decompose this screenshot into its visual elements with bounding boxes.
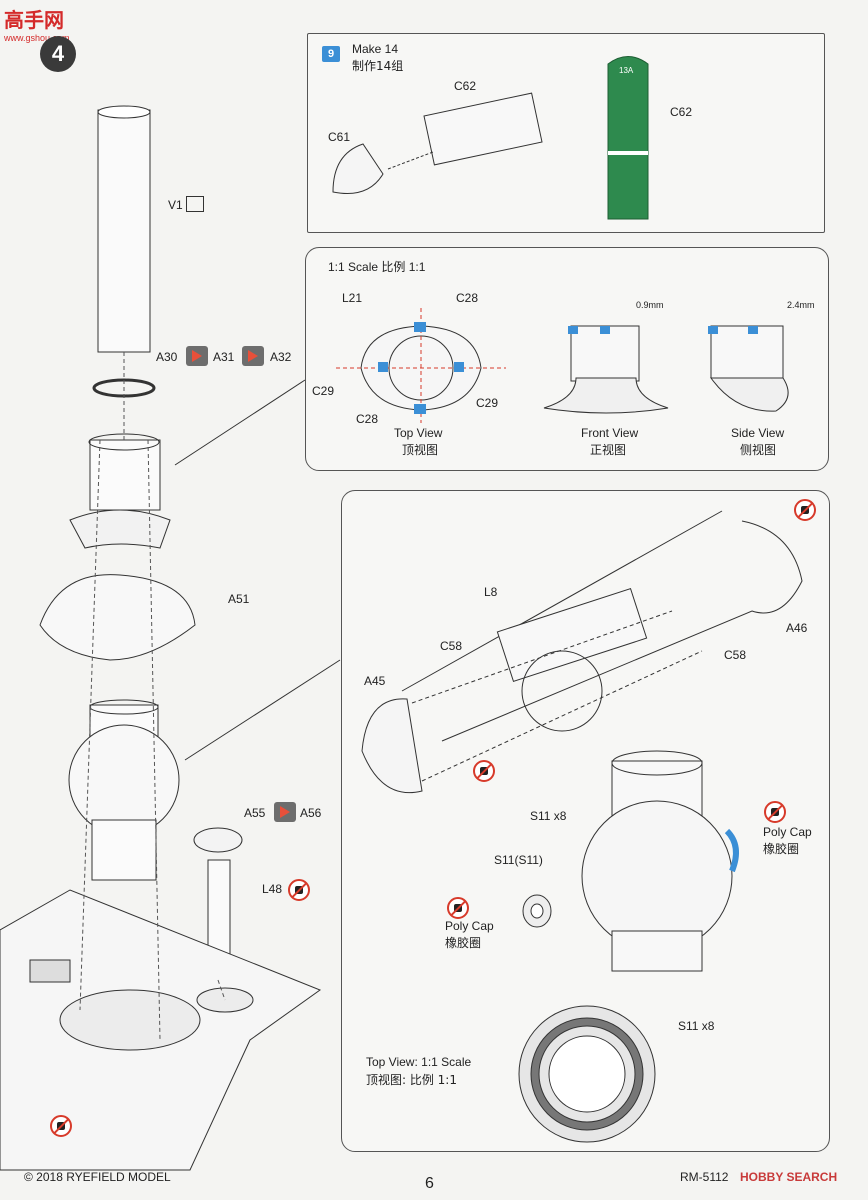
scale-drawing bbox=[336, 308, 789, 423]
label-l8: L8 bbox=[484, 585, 498, 599]
view-front-en: Front View bbox=[581, 426, 639, 440]
step-number-badge: 4 bbox=[40, 36, 76, 72]
decal-text: 13A bbox=[619, 66, 634, 75]
label-c29-right: C29 bbox=[476, 396, 499, 410]
label-a55: A55 bbox=[244, 806, 266, 820]
poly-cap-left-cn: 橡胶圈 bbox=[445, 936, 482, 950]
product-code: RM-5112 bbox=[680, 1170, 729, 1184]
scale-panel: 1:1 Scale 比例 1:1 L21 C28 C29 C28 C29 0.9… bbox=[305, 247, 829, 471]
dimension-1: 0.9mm bbox=[636, 300, 664, 310]
poly-cap-left-en: Poly Cap bbox=[445, 919, 494, 933]
no-glue-icon bbox=[473, 760, 495, 782]
poly-cap-right-en: Poly Cap bbox=[763, 825, 812, 839]
label-s11-x8: S11 x8 bbox=[530, 809, 567, 823]
label-c58-right: C58 bbox=[724, 648, 747, 662]
label-a51: A51 bbox=[228, 592, 250, 606]
sub-assembly-title-cn: 制作14组 bbox=[352, 59, 404, 73]
top-view-scale-cn: 顶视图: 比例 1:1 bbox=[366, 1073, 457, 1087]
no-glue-icon bbox=[447, 897, 469, 919]
label-c62-top: C62 bbox=[454, 79, 477, 93]
no-glue-icon bbox=[50, 1115, 72, 1137]
watermark-logo: 高手网 www.gshou.com bbox=[4, 4, 70, 43]
no-glue-icon bbox=[794, 499, 816, 521]
shell-drawing bbox=[332, 56, 649, 220]
label-c62-right: C62 bbox=[670, 105, 693, 119]
label-a46: A46 bbox=[786, 621, 808, 635]
arrow-icon bbox=[186, 346, 208, 366]
view-front-cn: 正视图 bbox=[590, 443, 627, 457]
detail-drawing bbox=[361, 510, 803, 1143]
brand-watermark: HOBBY SEARCH bbox=[740, 1170, 838, 1184]
label-a30: A30 bbox=[156, 350, 178, 364]
view-top-cn: 顶视图 bbox=[402, 443, 439, 457]
label-s11-x8-bottom: S11 x8 bbox=[678, 1019, 715, 1033]
copyright: © 2018 RYEFIELD MODEL bbox=[24, 1170, 171, 1184]
label-c58-left: C58 bbox=[440, 639, 463, 653]
detail-panel: L8 C58 A45 C58 A46 S11 x8 S11(S11) Poly … bbox=[341, 490, 830, 1152]
watermark-text: 高手网 bbox=[4, 8, 64, 32]
page-number: 6 bbox=[425, 1175, 434, 1192]
label-l48: L48 bbox=[262, 882, 283, 896]
poly-cap-right-cn: 橡胶圈 bbox=[763, 842, 800, 856]
sub-assembly-badge: 9 bbox=[322, 46, 340, 62]
label-a31: A31 bbox=[213, 350, 235, 364]
v1-check-icon bbox=[186, 196, 204, 212]
sub-assembly-panel: 9 Make 14 制作14组 C62 C61 C62 13A bbox=[307, 33, 825, 233]
scale-panel-title: 1:1 Scale 比例 1:1 bbox=[328, 260, 426, 274]
label-s11-s11: S11(S11) bbox=[494, 853, 543, 867]
label-l21: L21 bbox=[342, 291, 363, 305]
label-v1: V1 bbox=[168, 198, 183, 212]
dimension-2: 2.4mm bbox=[787, 300, 815, 310]
label-a45: A45 bbox=[364, 674, 386, 688]
arrow-icon bbox=[274, 802, 296, 822]
view-side-en: Side View bbox=[731, 426, 785, 440]
no-glue-icon bbox=[288, 879, 310, 901]
label-c28-bottom: C28 bbox=[356, 412, 379, 426]
label-c61: C61 bbox=[328, 130, 351, 144]
sub-assembly-title: Make 14 bbox=[352, 42, 399, 56]
label-a56: A56 bbox=[300, 806, 322, 820]
label-c29-left: C29 bbox=[312, 384, 335, 398]
no-glue-icon bbox=[764, 801, 786, 823]
top-view-scale-en: Top View: 1:1 Scale bbox=[366, 1055, 472, 1069]
arrow-icon bbox=[242, 346, 264, 366]
label-c28-top: C28 bbox=[456, 291, 479, 305]
view-side-cn: 侧视图 bbox=[740, 443, 777, 457]
watermark-url: www.gshou.com bbox=[4, 33, 70, 43]
view-top-en: Top View bbox=[394, 426, 443, 440]
label-a32: A32 bbox=[270, 350, 292, 364]
